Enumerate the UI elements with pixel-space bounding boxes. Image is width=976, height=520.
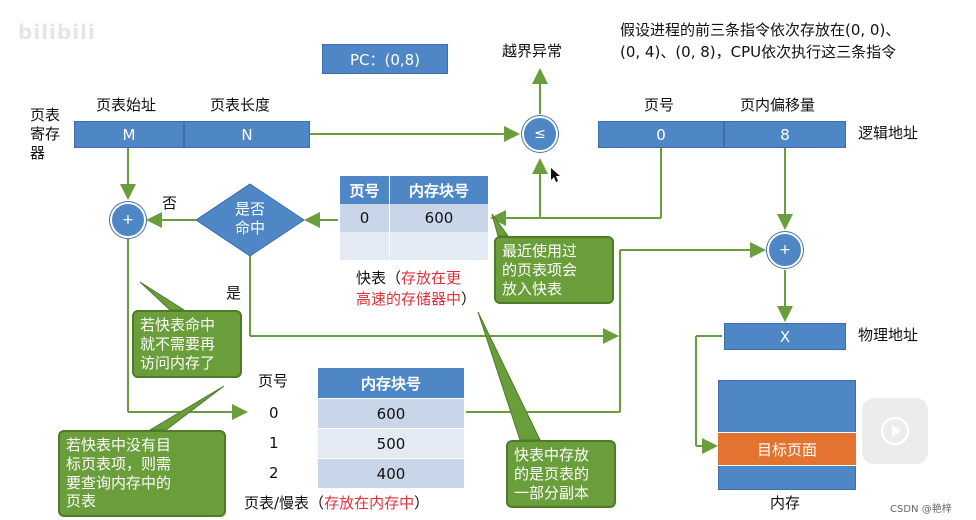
pc-box: PC：(0,8): [322, 44, 448, 74]
mouse-cursor-icon: [551, 168, 560, 182]
page-table-caption-prefix: 页表/慢表（: [244, 494, 325, 512]
logical-page-number-label: 页号: [644, 96, 675, 114]
tlb-row: [340, 232, 488, 260]
page-table-register-label: 页表 寄存 器: [30, 106, 61, 162]
tlb-page-cell: [340, 232, 390, 260]
page-table-caption-suffix: ）: [414, 494, 430, 512]
page-table-block-cell: 400: [318, 458, 464, 488]
base-add-node: +: [110, 202, 146, 238]
play-icon: [880, 416, 910, 446]
callout-tlb-miss: 若快表中没有目 标页表项，则需 要查询内存中的 页表: [58, 430, 226, 517]
memory-label: 内存: [770, 494, 801, 512]
physical-address-label: 物理地址: [858, 326, 919, 344]
tlb-caption: 快表（存放在更 高速的存储器中）: [356, 268, 516, 310]
decision-yes-label: 是: [226, 284, 242, 302]
page-table-block-cell: 500: [318, 428, 464, 458]
tlb-caption-prefix: 快表（: [356, 269, 402, 287]
callout-recent-entries: 最近使用过 的页表项会 放入快表: [494, 236, 614, 305]
tlb-block-cell: [390, 232, 488, 260]
tlb-caption-suffix: ）: [461, 290, 477, 308]
target-page: 目标页面: [718, 432, 856, 466]
decision-no-label: 否: [162, 194, 178, 212]
overflow-exception-label: 越界异常: [502, 42, 563, 60]
page-table-page-cell: 0: [269, 404, 279, 422]
tlb-header-page: 页号: [340, 176, 390, 204]
page-table-block-cell: 600: [318, 398, 464, 428]
hit-decision-diamond: [195, 183, 305, 257]
page-table-length-label: 页表长度: [210, 96, 271, 114]
callout-tlb-hit: 若快表命中 就不需要再 访问内存了: [132, 310, 242, 379]
tlb-block-cell: 600: [390, 204, 488, 232]
tlb-row: 0 600: [340, 204, 488, 232]
page-table: 内存块号 600 500 400: [318, 368, 464, 488]
offset-add-node: +: [767, 232, 803, 268]
logical-offset-label: 页内偏移量: [740, 96, 816, 114]
page-table-start-cell: M: [74, 121, 184, 148]
page-table-caption-red: 存放在内存中: [324, 494, 415, 512]
compare-node: ≤: [522, 116, 558, 152]
page-table-length-cell: N: [184, 121, 310, 148]
physical-address-cell: X: [724, 323, 846, 350]
decision-text: 是否 命中: [234, 200, 265, 237]
instruction-note: 假设进程的前三条指令依次存放在(0, 0)、(0, 4)、(0, 8)，CPU依…: [620, 21, 901, 61]
play-button[interactable]: [862, 398, 928, 464]
page-table-page-cell: 1: [269, 434, 279, 452]
logical-page-number-cell: 0: [598, 121, 724, 148]
callout-partial-copy: 快表中存放 的是页表的 一部分副本: [506, 440, 616, 509]
logical-offset-cell: 8: [724, 121, 846, 148]
tlb-page-cell: 0: [340, 204, 390, 232]
page-table-caption: 页表/慢表（存放在内存中）: [244, 494, 429, 514]
page-table-start-label: 页表始址: [96, 96, 157, 114]
csdn-watermark: CSDN @艳梓: [890, 504, 952, 515]
page-table-header-block: 内存块号: [318, 368, 464, 398]
page-table-page-col-label: 页号: [258, 372, 289, 390]
bilibili-logo: bilibili: [18, 20, 96, 44]
logical-address-label: 逻辑地址: [858, 124, 919, 142]
tlb-header-block: 内存块号: [390, 176, 488, 204]
page-table-page-cell: 2: [269, 464, 279, 482]
tlb-table: 页号 内存块号 0 600: [340, 176, 488, 260]
tlb-caption-red: 存放在更 高速的存储器中: [356, 269, 462, 308]
